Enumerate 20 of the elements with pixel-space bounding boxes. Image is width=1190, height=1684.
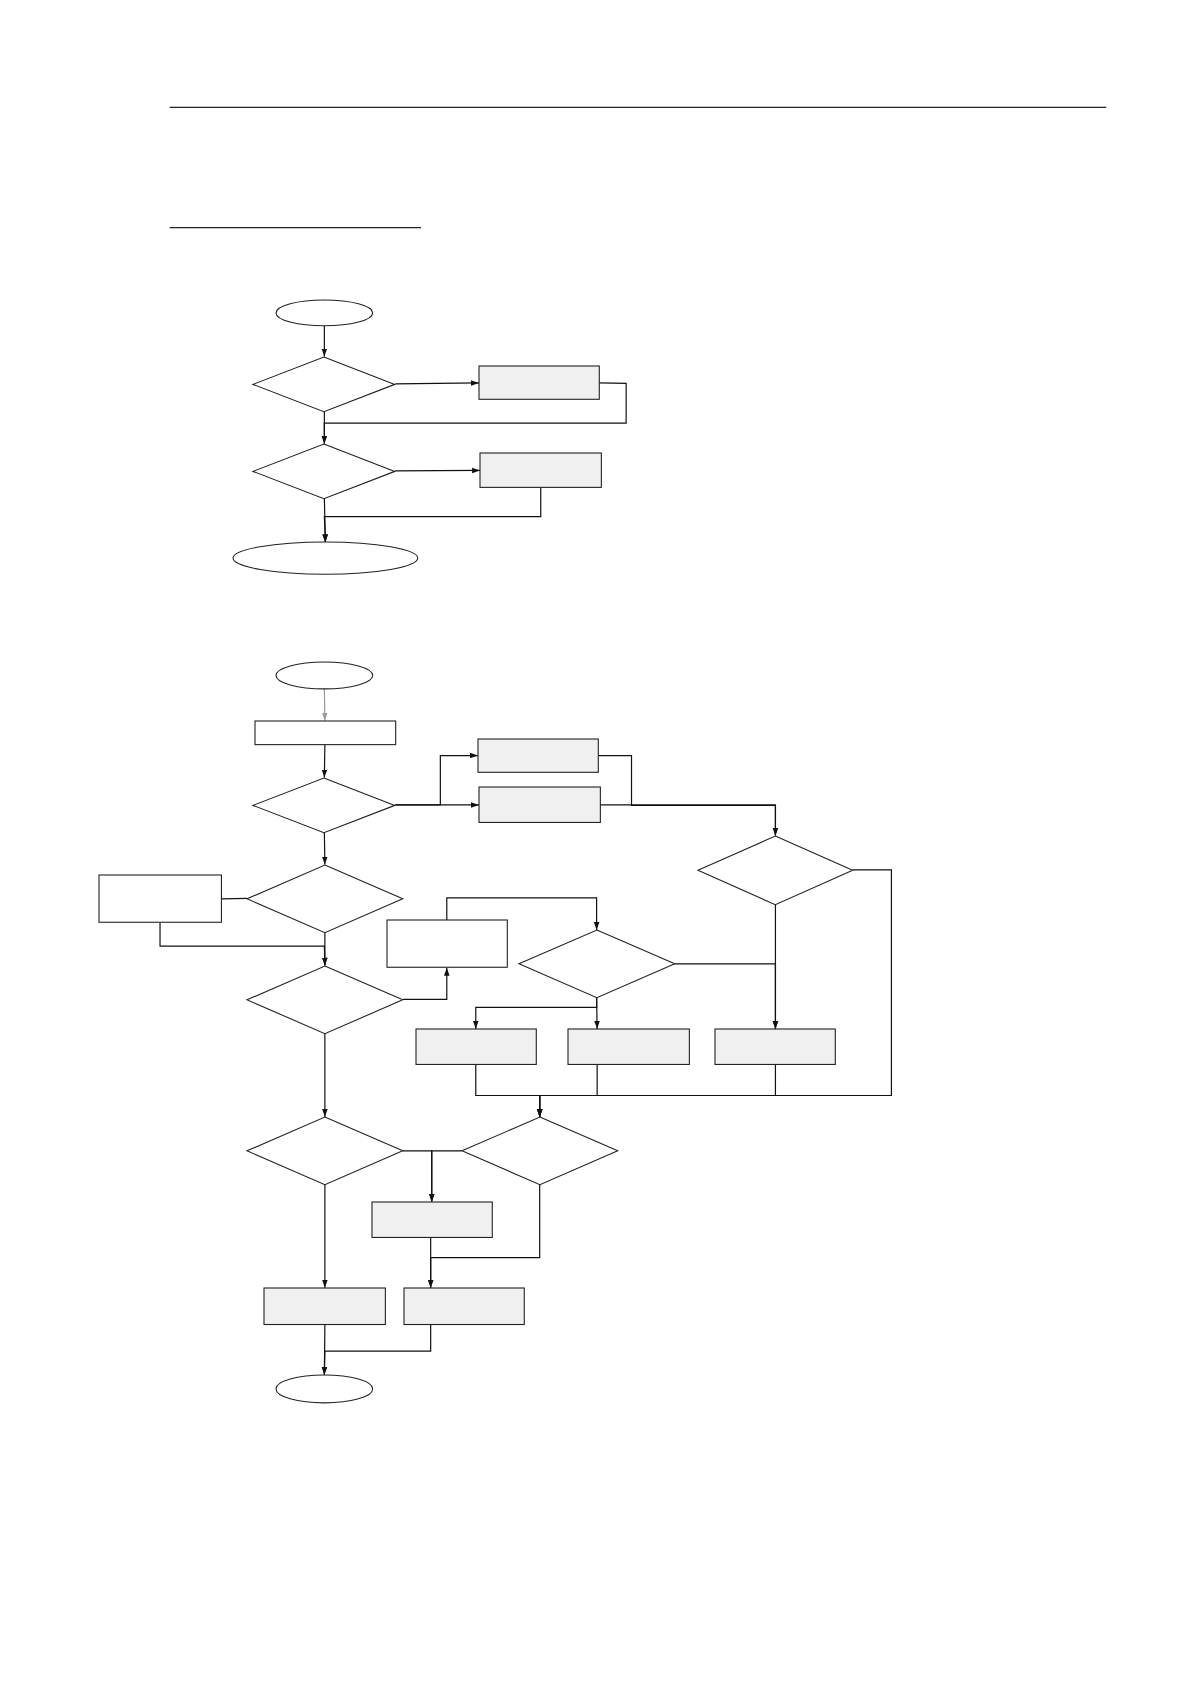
arrow xyxy=(394,802,480,808)
arrow xyxy=(321,743,328,779)
arrow xyxy=(322,1184,328,1289)
arrow xyxy=(321,410,328,445)
arrow xyxy=(428,1150,463,1203)
arrow xyxy=(394,380,480,386)
arrow xyxy=(321,687,328,722)
arrow xyxy=(321,324,328,358)
arrow xyxy=(427,1184,541,1289)
arrow xyxy=(321,1323,432,1376)
arrow xyxy=(594,997,600,1030)
arrow xyxy=(446,897,600,931)
arrow xyxy=(321,831,328,866)
arrow xyxy=(322,497,329,543)
arrow xyxy=(772,903,779,1030)
arrow xyxy=(536,869,893,1118)
arrow xyxy=(394,467,481,474)
arrow xyxy=(322,931,328,967)
arrow xyxy=(402,967,450,1000)
arrow xyxy=(322,1032,328,1118)
